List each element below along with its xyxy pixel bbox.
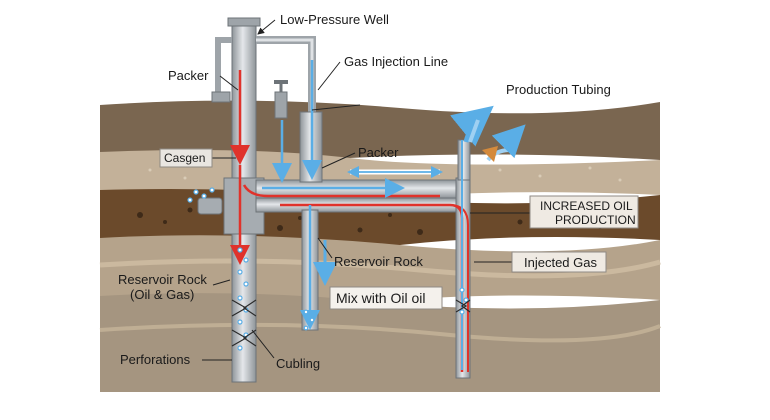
oil-flow-arrow xyxy=(449,204,469,372)
label-increased-oil: INCREASED OIL xyxy=(540,199,633,213)
label-injected-gas: Injected Gas xyxy=(524,255,597,270)
flow-arrows xyxy=(230,60,526,372)
label-low-pressure-well: Low-Pressure Well xyxy=(280,12,389,27)
label-perforations: Perforations xyxy=(120,352,191,367)
label-packer-left: Packer xyxy=(168,68,209,83)
oil-flow-arrow xyxy=(242,184,440,198)
increased-oil-label-box xyxy=(529,195,639,229)
leader-lines xyxy=(202,19,530,361)
production-up-arrow xyxy=(468,119,480,143)
label-packer-right: Packer xyxy=(358,145,399,160)
gas-bubbles xyxy=(187,187,469,351)
production-side-arrow xyxy=(491,124,526,159)
label-production-tubing: Production Tubing xyxy=(506,82,611,97)
soil-stripe xyxy=(99,258,661,279)
label-casgen: Casgen xyxy=(164,151,205,165)
casgen-label-box xyxy=(159,148,213,168)
label-gas-injection-line: Gas Injection Line xyxy=(344,54,448,69)
soil-stripe xyxy=(99,322,661,343)
tubing-head xyxy=(482,146,498,162)
packer-top-plate xyxy=(211,91,231,103)
injection-loop xyxy=(215,37,232,100)
label-cubling: Cubling xyxy=(276,356,320,371)
perforation-marks xyxy=(231,299,471,347)
label-mix-with-oil: Mix with Oil oil xyxy=(336,290,425,306)
side-valve xyxy=(197,197,223,215)
label-reservoir-rock-left: Reservoir Rock xyxy=(118,272,207,287)
sand-grains xyxy=(148,166,622,182)
pebbles xyxy=(137,207,637,235)
production-tubing-upper xyxy=(457,139,471,181)
valve-handle xyxy=(274,80,288,84)
production-up-arrow xyxy=(450,105,494,147)
injected-gas-label-box xyxy=(511,251,607,273)
labels: Low-Pressure Well Gas Injection Line Pro… xyxy=(118,12,639,371)
mix-label-box xyxy=(329,286,443,310)
packer-valve xyxy=(274,91,288,119)
label-oil-gas: (Oil & Gas) xyxy=(130,287,194,302)
label-reservoir-rock-mid: Reservoir Rock xyxy=(334,254,423,269)
well-cap xyxy=(227,17,261,27)
label-production: PRODUCTION xyxy=(555,213,636,227)
